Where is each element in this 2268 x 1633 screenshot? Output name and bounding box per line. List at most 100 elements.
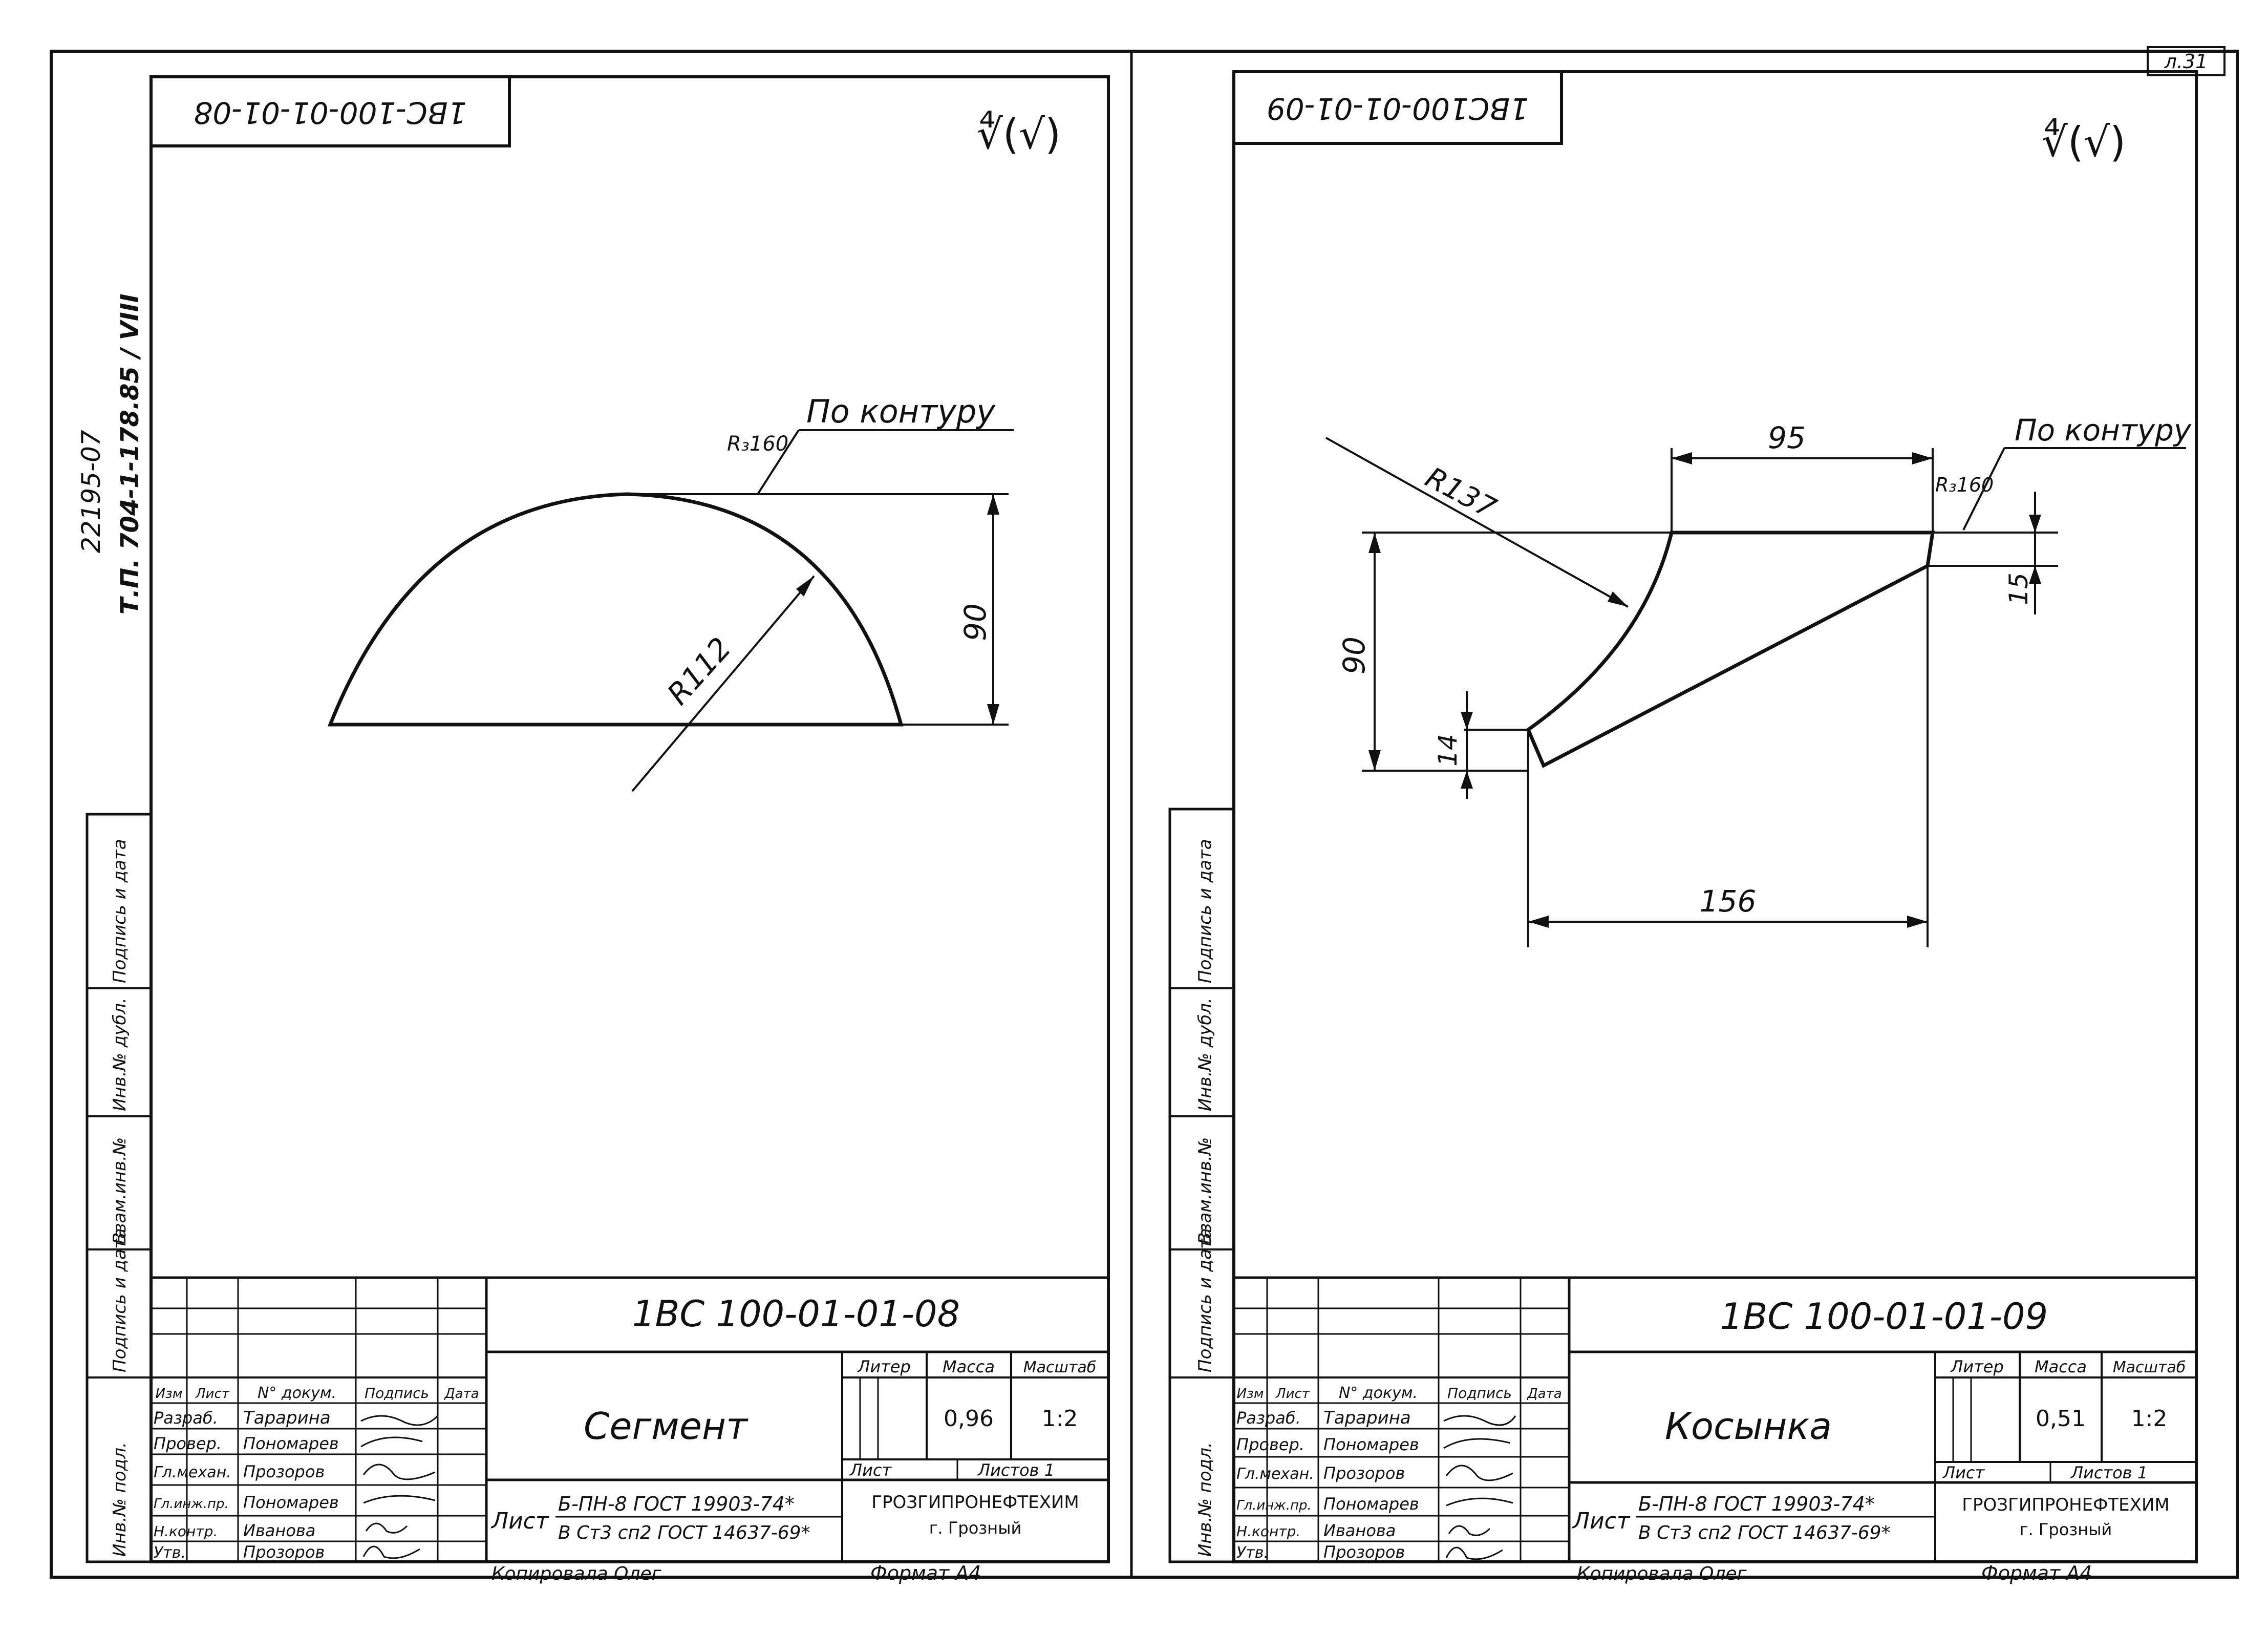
kosynka-dim-top: 95 xyxy=(1768,420,1806,455)
segment-height-label: 90 xyxy=(958,603,993,641)
kosynka-radius-label: R137 xyxy=(1420,461,1502,525)
left-title-code: 1ВС 100-01-01-08 xyxy=(632,1293,960,1335)
svg-text:г. Грозный: г. Грозный xyxy=(929,1518,1022,1538)
side-code-2-group: Т.П. 704-1-178.85 / VIII xyxy=(116,294,144,614)
kosynka-dim-left: 14 xyxy=(1433,734,1463,767)
svg-text:Масштаб: Масштаб xyxy=(1023,1359,1097,1376)
svg-text:Лист: Лист xyxy=(195,1386,230,1402)
svg-text:N° докум.: N° докум. xyxy=(1339,1384,1418,1402)
svg-text:Гл.механ.: Гл.механ. xyxy=(154,1464,231,1481)
left-signatures xyxy=(360,1415,439,1559)
svg-text:Гл.инж.пр.: Гл.инж.пр. xyxy=(1236,1498,1312,1513)
sheet-number: л.31 xyxy=(2164,50,2208,73)
right-corner-code-box xyxy=(1232,70,1563,145)
svg-text:Подпись и дата: Подпись и дата xyxy=(1195,1228,1215,1372)
svg-text:Утв.: Утв. xyxy=(1236,1544,1269,1562)
segment-radius-label: R112 xyxy=(660,631,738,712)
left-mass: 0,96 xyxy=(944,1406,994,1432)
left-corner-code-box xyxy=(149,75,511,147)
right-title-block: 1ВС 100-01-01-09 Косынка Изм Лист N° док… xyxy=(1232,1276,2198,1563)
svg-text:Формат А4: Формат А4 xyxy=(1981,1562,2092,1584)
left-inner-frame xyxy=(149,75,1110,1563)
left-stamp-label-0: Инв.№ подл. xyxy=(110,1442,130,1557)
svg-text:Разраб.: Разраб. xyxy=(1236,1408,1301,1428)
sheet-number-box xyxy=(2147,46,2226,76)
svg-text:Копировала Олег: Копировала Олег xyxy=(1577,1563,1747,1584)
right-mass: 0,51 xyxy=(2036,1406,2086,1432)
svg-text:Лист: Лист xyxy=(1275,1386,1310,1402)
svg-text:Пономарев: Пономарев xyxy=(243,1434,339,1453)
side-code-1: 22195-07 xyxy=(76,430,106,553)
svg-text:Лист: Лист xyxy=(1942,1463,1985,1482)
left-side-stamp xyxy=(85,813,153,1563)
svg-text:Взам.инв.№: Взам.инв.№ xyxy=(1195,1137,1215,1244)
svg-text:Тарарина: Тарарина xyxy=(1323,1408,1411,1428)
kosynka-radius-leader xyxy=(1325,437,1629,608)
kosynka-annotation: По контуру xyxy=(2015,413,2192,448)
left-corner-code: 1ВС-100-01-01-08 xyxy=(194,95,466,130)
drawing-right: 1ВС100-01-01-09 ∜(√) Инв.№ подл. Подпись… xyxy=(1168,70,2198,1584)
svg-text:Б-ПН-8 ГОСТ 19903-74*: Б-ПН-8 ГОСТ 19903-74* xyxy=(558,1493,795,1515)
right-roughness-symbol: ∜(√) xyxy=(2042,118,2126,166)
kosynka-radius-small: R₃160 xyxy=(1935,474,1994,496)
svg-text:Литер: Литер xyxy=(857,1357,911,1376)
svg-text:г. Грозный: г. Грозный xyxy=(2020,1520,2112,1539)
left-scale: 1:2 xyxy=(1042,1406,1078,1432)
outer-border xyxy=(50,50,2239,1579)
kosynka-outline xyxy=(1526,531,1935,768)
left-stamp-label-1: Подпись и дата xyxy=(110,1228,130,1372)
svg-text:Изм: Изм xyxy=(156,1386,183,1402)
svg-text:Б-ПН-8 ГОСТ 19903-74*: Б-ПН-8 ГОСТ 19903-74* xyxy=(1638,1493,1875,1515)
svg-text:Подпись и дата: Подпись и дата xyxy=(1195,839,1215,983)
left-title-name: Сегмент xyxy=(584,1405,748,1448)
svg-text:Листов 1: Листов 1 xyxy=(2070,1463,2148,1482)
svg-text:Гл.инж.пр.: Гл.инж.пр. xyxy=(154,1496,229,1512)
left-stamp-label-2: Взам.инв.№ xyxy=(110,1137,130,1244)
svg-text:Н.контр.: Н.контр. xyxy=(154,1523,218,1540)
right-scale: 1:2 xyxy=(2131,1406,2168,1432)
drawing-left: 1ВС-100-01-01-08 ∜(√) Инв.№ подл. Подпис… xyxy=(85,75,1110,1584)
left-roughness-symbol: ∜(√) xyxy=(977,110,1061,158)
svg-text:Провер.: Провер. xyxy=(154,1434,222,1453)
right-org: ГРОЗГИПРОНЕФТЕХИМ xyxy=(1962,1495,2169,1515)
svg-text:Разраб.: Разраб. xyxy=(154,1408,218,1428)
svg-text:Формат А4: Формат А4 xyxy=(870,1562,981,1584)
right-inner-frame xyxy=(1232,70,2198,1563)
left-stamp-label-3: Инв.№ дубл. xyxy=(110,998,130,1111)
kosynka-dim-bottom: 156 xyxy=(1700,884,1757,919)
svg-text:Изм: Изм xyxy=(1237,1386,1264,1402)
svg-text:Н.контр.: Н.контр. xyxy=(1236,1523,1300,1540)
svg-text:Пономарев: Пономарев xyxy=(243,1493,339,1512)
right-title-name: Косынка xyxy=(1665,1405,1832,1448)
segment-outline xyxy=(327,492,904,727)
side-code-1-group: 22195-07 xyxy=(76,430,106,553)
svg-text:Дата: Дата xyxy=(1527,1386,1561,1402)
kosynka-dim-right: 15 xyxy=(2004,572,2034,605)
svg-text:Дата: Дата xyxy=(444,1386,479,1402)
svg-text:Лист: Лист xyxy=(490,1508,549,1534)
svg-text:Листов 1: Листов 1 xyxy=(977,1460,1055,1480)
svg-text:N° докум.: N° докум. xyxy=(258,1384,336,1402)
svg-text:Пономарев: Пономарев xyxy=(1323,1494,1419,1514)
svg-text:Прозоров: Прозоров xyxy=(243,1542,325,1562)
svg-text:Масса: Масса xyxy=(2035,1357,2087,1376)
segment-radius-leader xyxy=(631,575,815,792)
svg-text:Лист: Лист xyxy=(849,1460,892,1480)
svg-text:Утв.: Утв. xyxy=(154,1544,186,1562)
svg-text:Подпись: Подпись xyxy=(1447,1385,1512,1402)
side-code-2: Т.П. 704-1-178.85 / VIII xyxy=(116,294,144,614)
svg-text:Тарарина: Тарарина xyxy=(243,1408,331,1428)
svg-text:Провер.: Провер. xyxy=(1236,1435,1304,1454)
svg-text:Иванова: Иванова xyxy=(243,1521,315,1540)
svg-text:Гл.механ.: Гл.механ. xyxy=(1236,1465,1314,1483)
svg-text:Инв.№ дубл.: Инв.№ дубл. xyxy=(1195,998,1215,1111)
svg-text:Иванова: Иванова xyxy=(1323,1521,1396,1540)
svg-text:Прозоров: Прозоров xyxy=(1323,1542,1405,1562)
svg-text:Масштаб: Масштаб xyxy=(2113,1359,2186,1376)
segment-radius-small: R₃160 xyxy=(727,432,788,456)
right-side-stamp xyxy=(1168,808,1235,1563)
svg-text:Лист: Лист xyxy=(1572,1508,1631,1534)
svg-text:Масса: Масса xyxy=(943,1357,995,1376)
svg-text:Прозоров: Прозоров xyxy=(243,1462,325,1481)
